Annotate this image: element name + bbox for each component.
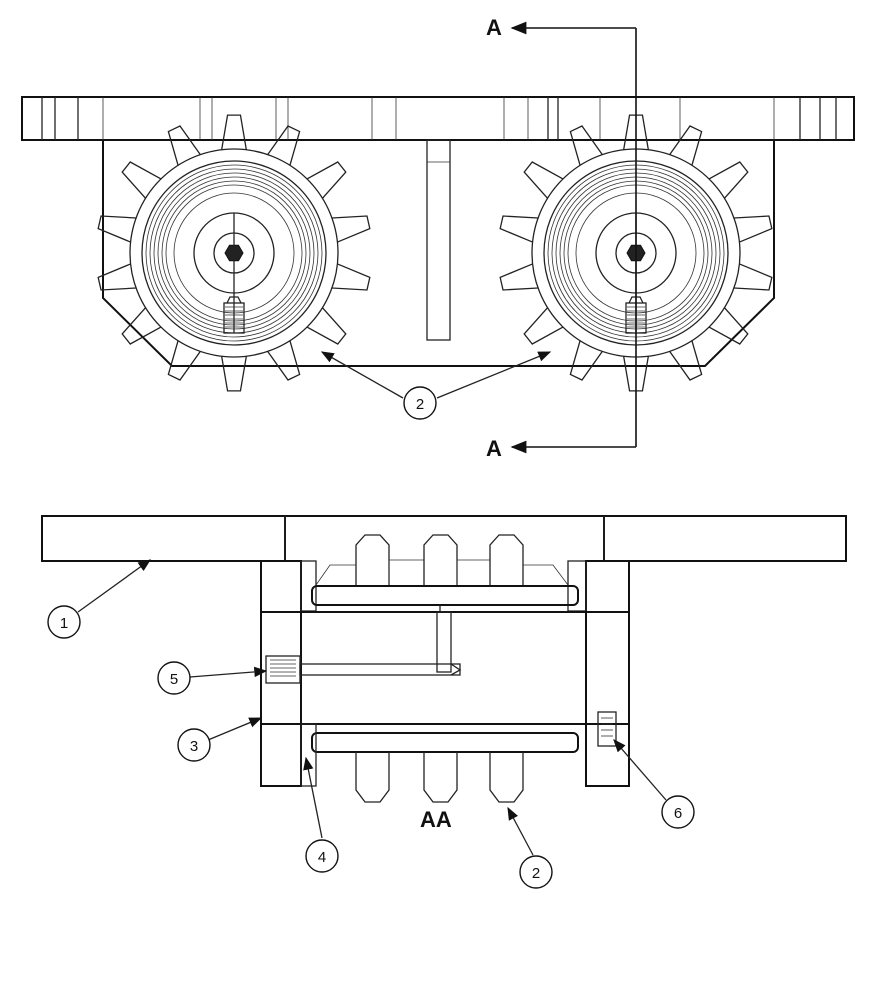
gear-ring xyxy=(149,168,319,338)
top-view: A A 2 xyxy=(21,15,855,461)
gear-tooth xyxy=(733,263,773,291)
callout-5-label: 5 xyxy=(170,671,178,688)
center-slot xyxy=(426,139,451,341)
gear-tooth xyxy=(669,125,703,166)
flange-plate-top xyxy=(21,96,855,141)
gear-tooth xyxy=(708,161,749,199)
gear-ring xyxy=(145,164,323,342)
callout-3-label: 3 xyxy=(190,738,198,755)
section-view: AA 1 5 3 4 2 6 xyxy=(41,515,847,889)
housing-outline-top xyxy=(102,140,775,367)
gear-tooth xyxy=(708,307,749,345)
gear-tooth xyxy=(331,215,371,243)
gear-tooth xyxy=(221,114,247,150)
gear-tooth xyxy=(669,340,703,381)
callout-4-label: 4 xyxy=(318,849,326,866)
callout-2-bottom-label: 2 xyxy=(532,865,540,882)
gear-tooth xyxy=(167,125,201,166)
oil-passage xyxy=(299,611,462,676)
gear-tooth xyxy=(97,263,137,291)
callout-6: 6 xyxy=(613,739,695,829)
gear-tooth xyxy=(499,263,539,291)
callout-2-bottom: 2 xyxy=(507,806,553,889)
section-mark-bottom: A xyxy=(486,436,502,461)
gear-tooth xyxy=(306,161,347,199)
gear-tooth xyxy=(121,161,162,199)
bearing-lower xyxy=(311,732,579,753)
section-line-a xyxy=(510,21,637,454)
plug-5 xyxy=(265,655,301,684)
gear-tooth xyxy=(523,307,564,345)
callout-1-label: 1 xyxy=(60,615,68,632)
callout-2-top-label: 2 xyxy=(416,396,424,413)
gear-teeth-upper xyxy=(315,534,569,586)
gear-tooth xyxy=(97,215,137,243)
callout-6-label: 6 xyxy=(674,805,682,822)
callout-2-top: 2 xyxy=(320,351,552,420)
gear-tooth xyxy=(167,340,201,381)
gear-tooth xyxy=(331,263,371,291)
plug-fitting xyxy=(223,302,245,334)
gear-tooth xyxy=(267,340,301,381)
gear-ring xyxy=(129,148,339,358)
shaft-core xyxy=(260,611,630,725)
bearing-upper xyxy=(311,585,579,606)
gear-tooth xyxy=(569,340,603,381)
callout-3: 3 xyxy=(177,717,263,762)
gear-tooth xyxy=(523,161,564,199)
gear-left xyxy=(97,114,371,392)
callout-5: 5 xyxy=(157,661,268,695)
gear-tooth xyxy=(121,307,162,345)
gear-ring xyxy=(141,160,327,346)
section-mark-top: A xyxy=(486,15,502,40)
gear-tooth xyxy=(569,125,603,166)
bolt-6 xyxy=(597,711,617,747)
plug-tip xyxy=(226,296,242,304)
gear-tooth xyxy=(499,215,539,243)
callout-1: 1 xyxy=(47,559,152,639)
callout-4: 4 xyxy=(303,756,339,873)
gear-tooth xyxy=(733,215,773,243)
gear-tooth xyxy=(306,307,347,345)
plate-section xyxy=(41,515,847,562)
view-label-aa: AA xyxy=(420,807,452,832)
gear-tooth xyxy=(267,125,301,166)
gear-teeth-lower xyxy=(355,752,524,803)
gear-tooth xyxy=(221,356,247,392)
